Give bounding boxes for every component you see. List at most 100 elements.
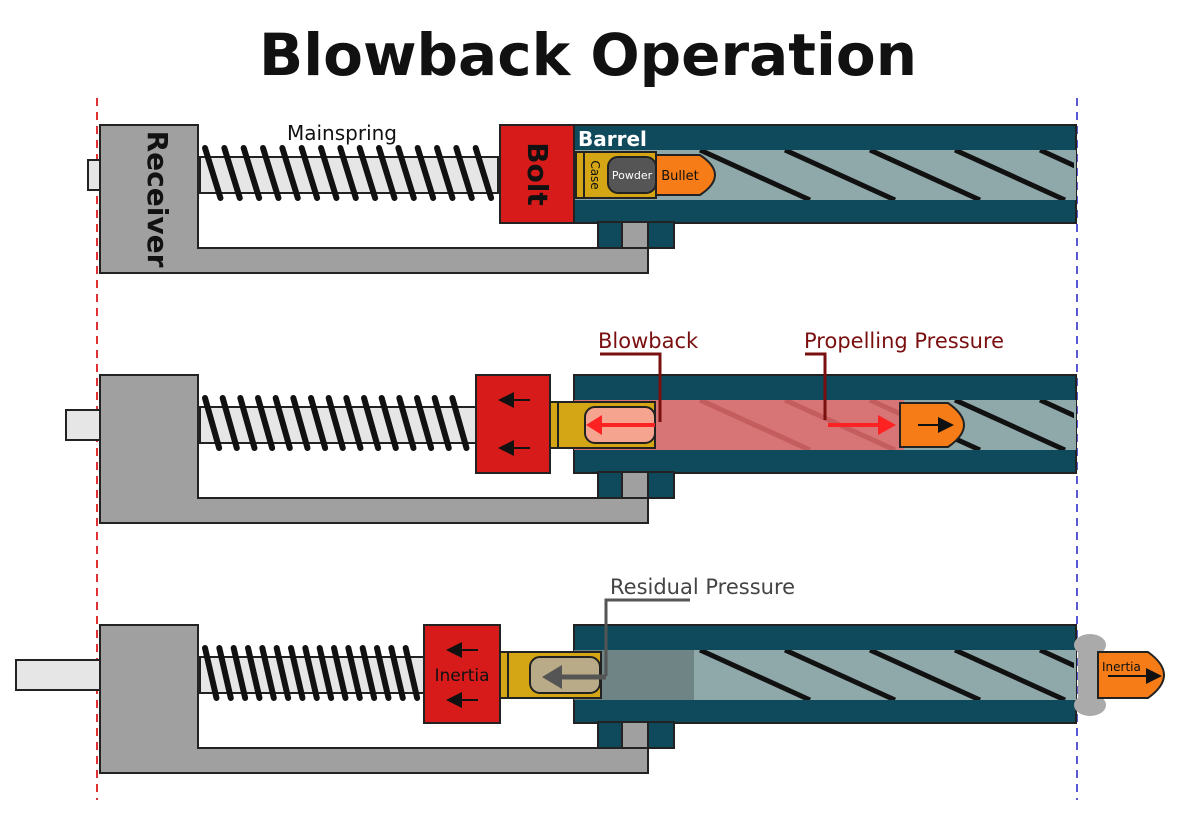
- spring-coil: [396, 395, 417, 451]
- inertia-bolt-label: Inertia: [434, 666, 489, 686]
- spring-coil: [337, 145, 359, 201]
- spring-coil: [298, 145, 321, 201]
- spring-coil: [290, 395, 311, 451]
- residual-pressure-label: Residual Pressure: [610, 575, 795, 599]
- spring-coil: [279, 145, 301, 201]
- spring-coil: [219, 395, 240, 451]
- spring-coil: [240, 145, 263, 201]
- spring-coil: [216, 645, 234, 701]
- spring-coil: [245, 645, 263, 701]
- panel-2-firing: Blowback Propelling Pressure: [65, 329, 1200, 524]
- page-title: Blowback Operation: [259, 21, 917, 89]
- bolt: [423, 624, 501, 724]
- spring-coil: [472, 145, 495, 201]
- blowback-label: Blowback: [598, 329, 699, 353]
- spring-coil: [449, 395, 470, 451]
- bolt-label: Bolt: [521, 142, 554, 206]
- guide-rod: [65, 409, 103, 441]
- rifling-groove: [868, 650, 982, 700]
- rifling-groove: [1125, 400, 1200, 450]
- receiver-lug: [621, 721, 649, 749]
- spring-coil: [260, 145, 282, 201]
- spring-coil: [402, 645, 421, 701]
- spring-coil: [395, 145, 417, 201]
- spring-coil: [345, 645, 363, 701]
- case-rim: [575, 151, 585, 199]
- arrow-icon: [542, 665, 562, 689]
- rifling-groove: [1038, 150, 1074, 169]
- powder-label: Powder: [612, 169, 653, 182]
- bolt: [499, 124, 575, 224]
- rifling-groove: [953, 150, 1067, 200]
- spring-coil: [376, 145, 398, 201]
- spring-coil: [414, 395, 435, 451]
- spring-coil: [230, 645, 249, 701]
- spring-coil: [325, 395, 346, 451]
- spring-coil: [202, 395, 223, 451]
- guide-rod: [15, 659, 103, 691]
- residual-leader: [604, 598, 690, 676]
- rifling-groove: [783, 650, 897, 700]
- panel-3-recoil: Inertia Residual Pressure Inertia: [15, 575, 1165, 774]
- mainspring: [202, 145, 495, 201]
- panel-1-ready: Receiver Mainspring Bolt Barrel Case Pow…: [87, 121, 1200, 274]
- propelling-leader: [805, 352, 827, 420]
- case-rim: [499, 651, 509, 699]
- case-rim: [549, 401, 559, 449]
- spring-coil: [453, 145, 475, 201]
- bullet: [655, 154, 716, 196]
- spring-coil: [331, 645, 349, 701]
- spring-coil: [434, 145, 456, 201]
- receiver-lug: [621, 471, 649, 499]
- rifling: [698, 150, 1200, 200]
- spring-coil: [359, 645, 378, 701]
- mainspring: [202, 395, 470, 451]
- receiver-label: Receiver: [141, 131, 174, 268]
- inertia-bullet-label: Inertia: [1102, 660, 1141, 674]
- spring-coil: [221, 145, 243, 201]
- spring-coil: [302, 645, 320, 701]
- barrel-label: Barrel: [578, 127, 647, 151]
- spring-coil: [272, 395, 293, 451]
- spring-coil: [361, 395, 382, 451]
- receiver-lug: [621, 221, 649, 249]
- rifling: [698, 650, 1074, 700]
- spring-coil: [374, 645, 392, 701]
- spring-coil: [273, 645, 292, 701]
- spring-coil: [318, 145, 340, 201]
- rifling-groove: [698, 650, 812, 700]
- rifling-groove: [698, 150, 812, 200]
- blowback-leader: [600, 352, 662, 422]
- spring-coil: [343, 395, 364, 451]
- bullet-label: Bullet: [661, 169, 698, 184]
- rifling-groove: [868, 150, 982, 200]
- spring-coil: [388, 645, 406, 701]
- spring-coil: [316, 645, 335, 701]
- spring-coil: [259, 645, 277, 701]
- spring-coil: [308, 395, 329, 451]
- spring-coil: [356, 145, 379, 201]
- case-label: Case: [588, 160, 602, 189]
- rifling-groove: [1125, 150, 1200, 200]
- spring-coil: [255, 395, 276, 451]
- rifling-groove: [1038, 650, 1074, 669]
- mainspring-label: Mainspring: [287, 121, 397, 145]
- arrow-icon: [878, 415, 896, 435]
- spring-coil: [288, 645, 306, 701]
- rifling-groove: [953, 650, 1067, 700]
- spring-coil: [202, 145, 224, 201]
- rifling-groove: [1038, 400, 1074, 419]
- spring-coil: [431, 395, 452, 451]
- mainspring: [202, 645, 421, 701]
- rifling-groove: [783, 150, 897, 200]
- propelling-pressure-label: Propelling Pressure: [804, 329, 1004, 353]
- spring-coil: [237, 395, 258, 451]
- arrow-icon: [586, 415, 602, 435]
- spring-coil: [378, 395, 399, 451]
- bolt: [475, 374, 551, 474]
- spring-coil: [202, 645, 220, 701]
- rifling-groove: [953, 400, 1067, 450]
- spring-coil: [414, 145, 437, 201]
